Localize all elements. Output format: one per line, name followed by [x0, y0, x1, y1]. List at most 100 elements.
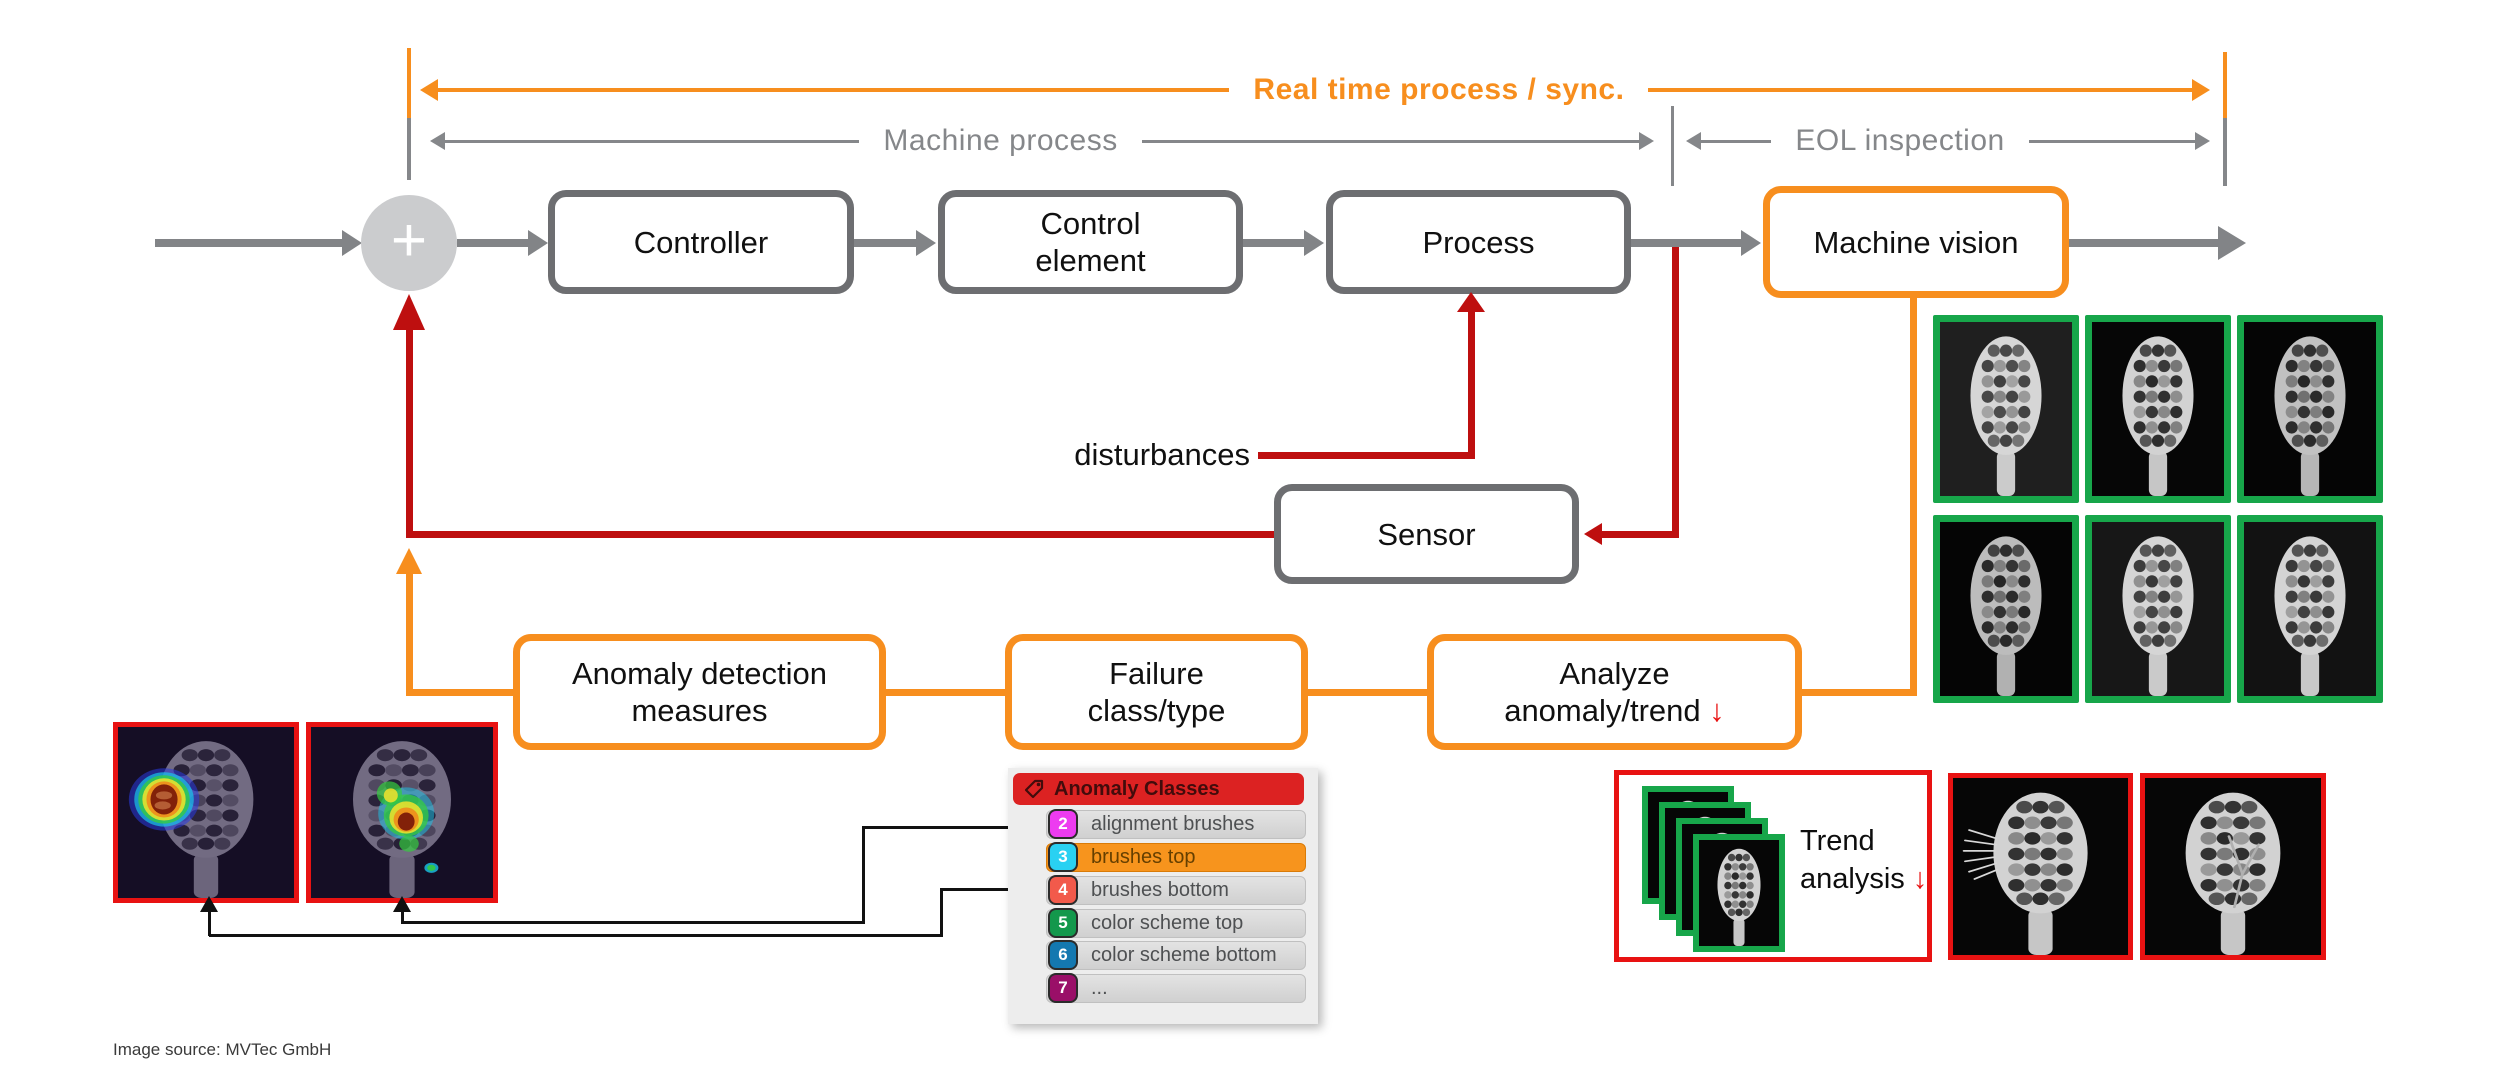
arrowhead-right-icon [2192, 79, 2210, 101]
anomaly-class-row: 7 ... [1046, 973, 1306, 1003]
feedback-conn-3h [1800, 689, 1917, 696]
right-boundary-tick-gray [2223, 118, 2227, 186]
ok-sample-image [2085, 315, 2231, 503]
flow-line-process-to-machine-vision [1631, 239, 1741, 247]
class-label: alignment brushes [1091, 813, 1255, 835]
right-boundary-tick-orange [2223, 52, 2227, 118]
feedback-conn-2 [1306, 689, 1430, 696]
feedback-line-h [406, 689, 516, 696]
class-number-badge: 7 [1048, 973, 1078, 1003]
class-label: brushes bottom [1091, 879, 1229, 901]
class-number-badge: 5 [1048, 908, 1078, 938]
flow-line-control-element-to-process [1243, 239, 1304, 247]
sum-in-arrowhead-icon [393, 294, 425, 330]
trend-analysis-label: Trend analysis ↓ [1800, 822, 1927, 898]
sensor-tap-line-h [1602, 531, 1679, 538]
process-box: Process [1326, 190, 1631, 294]
realtime-label: Real time process / sync. [1253, 73, 1625, 106]
machine-vision-label: Machine vision [1813, 224, 2019, 260]
flow-line-sum-to-controller [457, 239, 528, 247]
flow-arrowhead-icon [2218, 226, 2246, 260]
anomaly-heatmap-image-brushes [306, 722, 498, 903]
anomaly-detection-line2: measures [631, 693, 768, 728]
analyze-anomaly-box: Analyze anomaly/trend ↓ [1427, 634, 1802, 750]
ok-sample-image [1933, 315, 2079, 503]
connector-arrowhead-icon [200, 896, 218, 912]
controller-box: Controller [548, 190, 854, 294]
process-label: Process [1422, 224, 1535, 260]
eol-label: EOL inspection [1795, 124, 2005, 157]
disturbance-line-h [1258, 452, 1474, 459]
machine-vision-box: Machine vision [1763, 186, 2069, 298]
connector-class2-v [862, 826, 865, 924]
class-label: brushes top [1091, 846, 1196, 868]
connector-arrowhead-icon [393, 896, 411, 912]
class-number-badge: 6 [1048, 940, 1078, 970]
flow-arrowhead-icon [916, 230, 936, 256]
connector-class4-h2 [209, 934, 943, 937]
arrowhead-left-icon [1686, 132, 1701, 150]
class-number-badge: 2 [1048, 809, 1078, 839]
disturbance-arrowhead-icon [1457, 292, 1485, 312]
anomaly-class-row: 4 brushes bottom [1046, 875, 1306, 905]
plus-sign: + [390, 205, 428, 275]
feedback-conn-3v [1910, 296, 1917, 696]
connector-class2-h1 [862, 826, 1048, 829]
flow-line-start [155, 239, 342, 247]
class-number-badge: 4 [1048, 875, 1078, 905]
sensor-tap-line-v [1672, 247, 1679, 538]
analyze-line1: Analyze [1559, 656, 1670, 691]
arrowhead-left-icon [420, 79, 438, 101]
anomaly-class-row: 5 color scheme top [1046, 908, 1306, 938]
connector-class2-stem [401, 908, 404, 924]
flow-line-output [2068, 239, 2218, 247]
class-label: ... [1091, 977, 1108, 999]
left-boundary-tick-orange [407, 48, 411, 118]
feedback-line-v [406, 572, 413, 696]
connector-class2-h2 [402, 921, 864, 924]
control-element-label-line1: Control [1040, 206, 1141, 241]
machine-process-annotation: Machine process [430, 124, 1654, 158]
realtime-annotation: Real time process / sync. [420, 73, 2210, 107]
trend-line2: analysis ↓ [1800, 863, 1928, 895]
realtime-line-right [1648, 88, 2192, 92]
ok-sample-image [2085, 515, 2231, 703]
class-label: color scheme top [1091, 912, 1244, 934]
sensor-in-arrowhead-icon [1584, 523, 1602, 545]
controller-label: Controller [633, 224, 769, 260]
anomaly-class-row-selected: 3 brushes top [1046, 842, 1306, 872]
sensor-box: Sensor [1274, 484, 1579, 584]
disturbance-line-v [1468, 308, 1475, 459]
flow-arrowhead-icon [342, 230, 362, 256]
anomaly-classes-icon [1024, 779, 1044, 799]
down-arrow-icon: ↓ [1912, 863, 1928, 895]
control-element-label-line2: element [1035, 243, 1146, 278]
sensor-label: Sensor [1377, 516, 1476, 552]
flow-arrowhead-icon [528, 230, 548, 256]
summation-node: + [361, 195, 457, 291]
feedback-up-arrowhead-icon [396, 548, 422, 574]
eol-line-left [1701, 139, 1772, 143]
ok-sample-image [1933, 515, 2079, 703]
disturbances-label: disturbances [1074, 437, 1250, 472]
flow-line-controller-to-control-element [854, 239, 916, 247]
connector-class4-v [940, 888, 943, 937]
sensor-out-line-v [406, 330, 413, 538]
left-boundary-tick-gray [407, 118, 411, 180]
anomaly-class-row: 6 color scheme bottom [1046, 940, 1306, 970]
arrowhead-left-icon [430, 132, 445, 150]
machine-process-line-left [445, 139, 860, 143]
eol-divider-line [1671, 106, 1674, 186]
connector-class4-h1 [940, 888, 1048, 891]
control-element-box: Control element [938, 190, 1243, 294]
sensor-out-line-h [412, 531, 1274, 538]
down-arrow-icon: ↓ [1709, 693, 1725, 728]
anomaly-heatmap-image-alignment [113, 722, 299, 903]
ok-sample-image [2237, 515, 2383, 703]
class-number-badge: 3 [1048, 842, 1078, 872]
failure-class-line1: Failure [1109, 656, 1204, 691]
anomaly-classes-title: Anomaly Classes [1054, 777, 1220, 800]
feedback-conn-1 [884, 689, 1008, 696]
arrowhead-right-icon [1639, 132, 1654, 150]
